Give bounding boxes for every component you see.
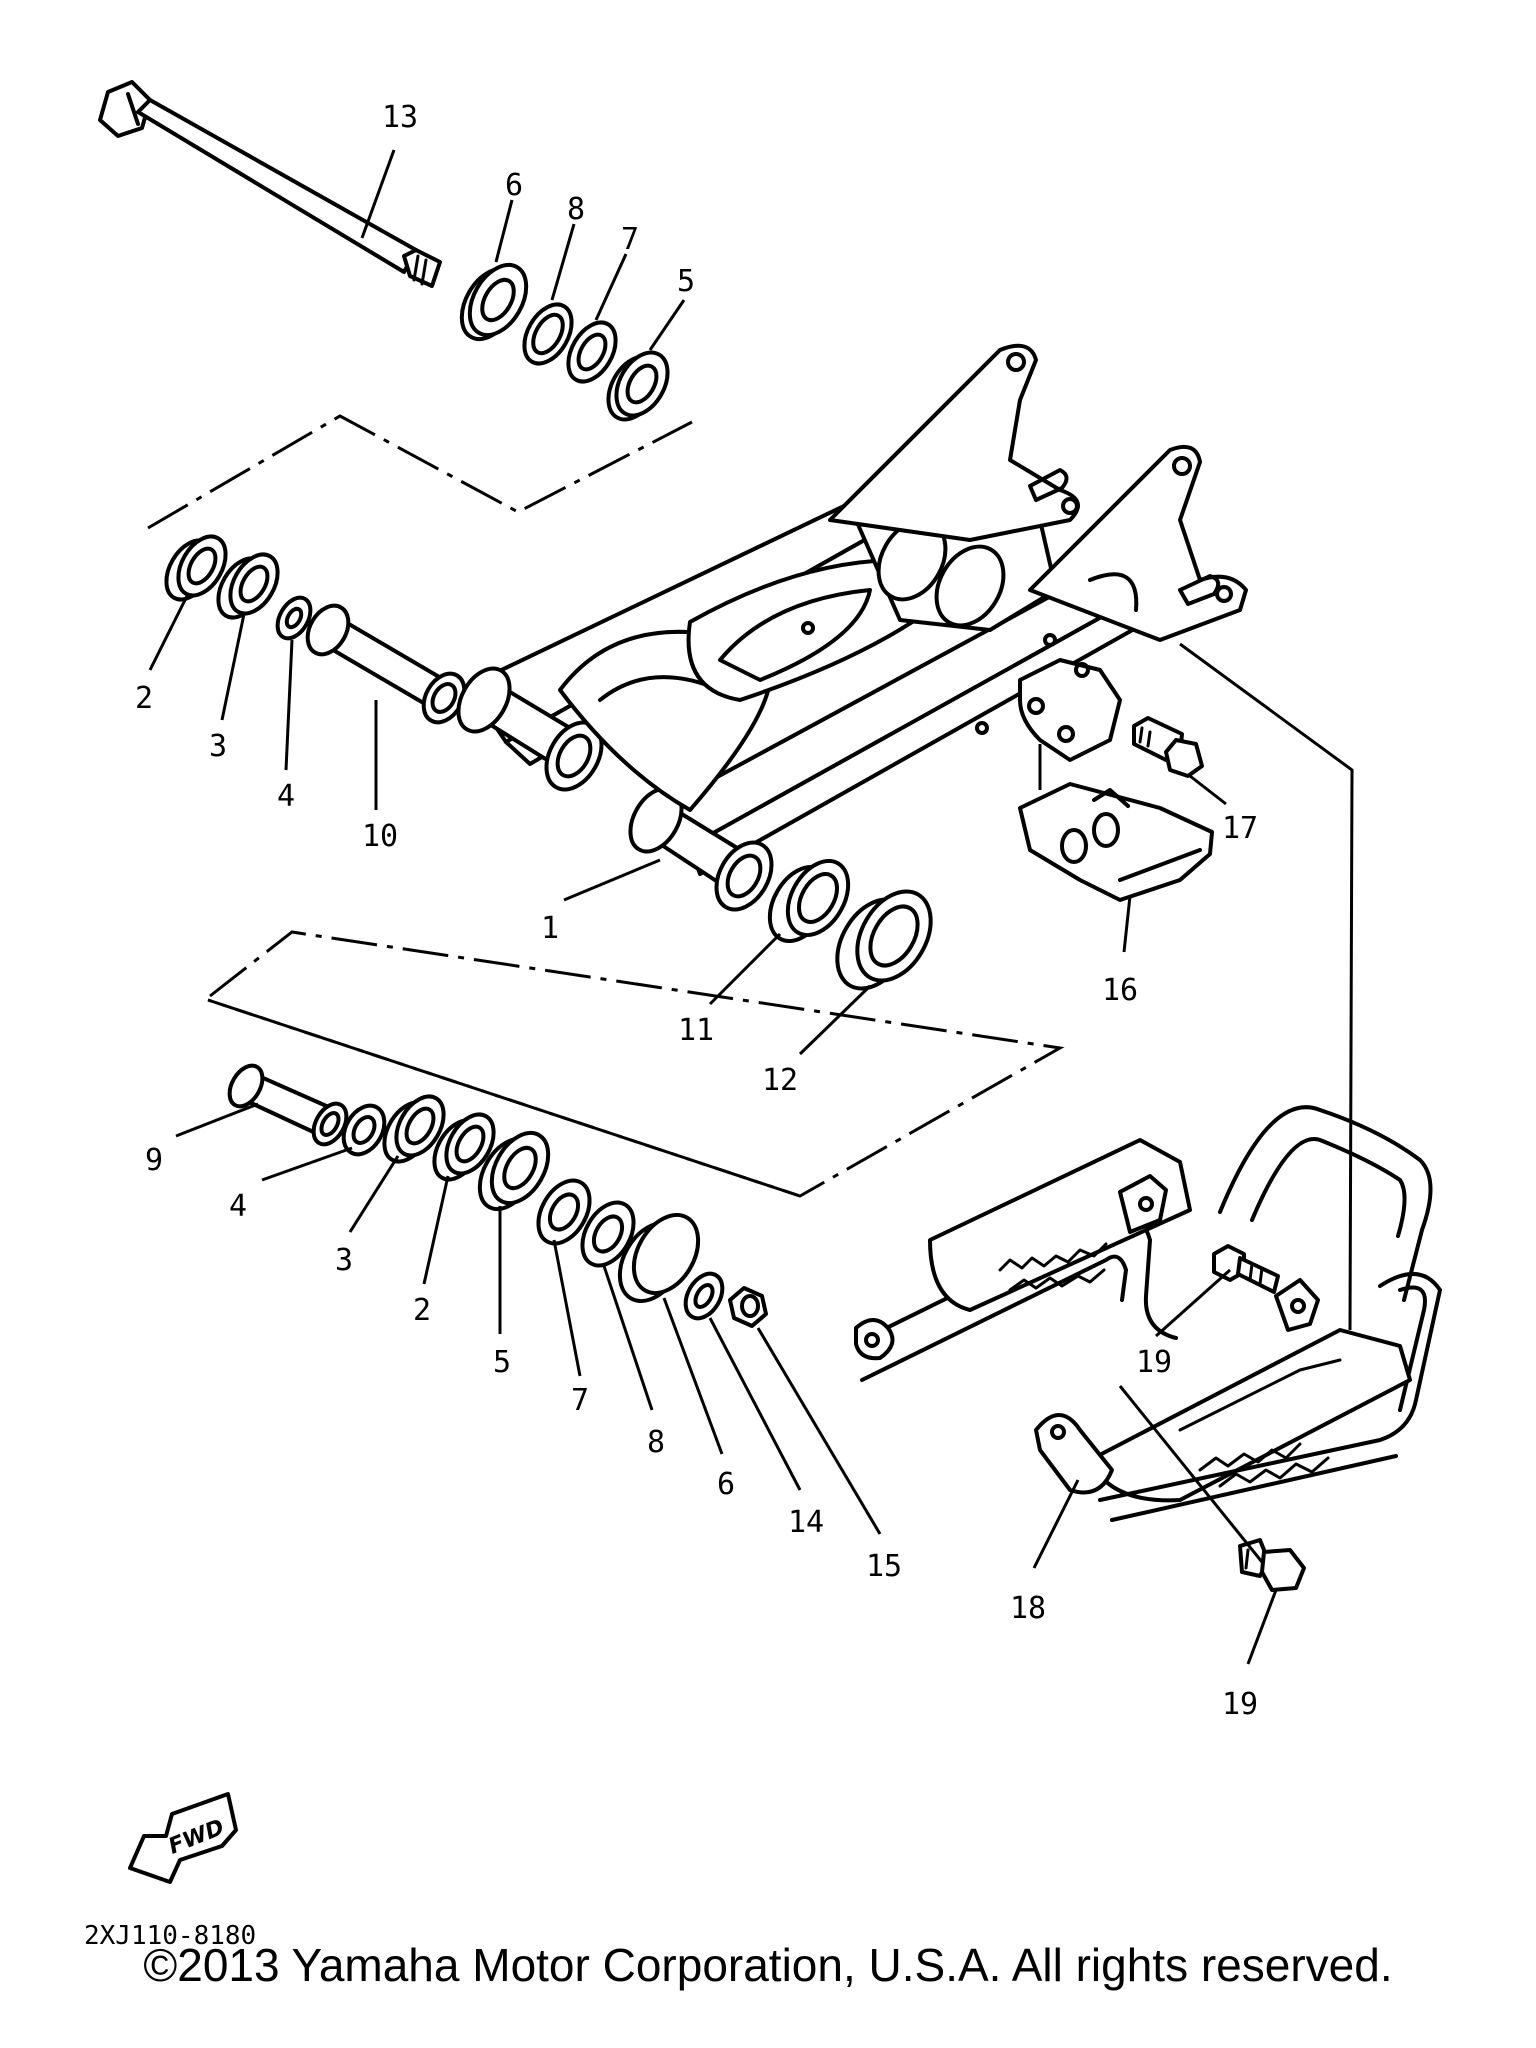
foot-guard-18 — [854, 1105, 1442, 1522]
pivot-shaft-13 — [98, 80, 442, 288]
callout-18: 18 — [1010, 1591, 1046, 1626]
callout-8: 8 — [567, 192, 585, 227]
lower-bushings — [227, 1063, 768, 1328]
callout-14: 14 — [788, 1505, 824, 1540]
copyright-notice: ©2013 Yamaha Motor Corporation, U.S.A. A… — [143, 1939, 1393, 1991]
forward-arrow-icon: FWD — [128, 1792, 238, 1884]
callout-13: 13 — [382, 100, 418, 135]
callout-1: 1 — [541, 911, 559, 946]
callout-4-lower: 4 — [229, 1189, 247, 1224]
callout-16: 16 — [1102, 973, 1138, 1008]
guide-bracket — [1018, 658, 1122, 762]
callout-3: 3 — [209, 729, 227, 764]
callout-10: 10 — [362, 819, 398, 854]
bearing-11-12 — [767, 859, 933, 991]
callout-19-upper: 19 — [1136, 1345, 1172, 1380]
callout-12: 12 — [762, 1063, 798, 1098]
bolt-19-upper — [1212, 1244, 1280, 1294]
upper-seal-stack — [459, 262, 670, 422]
callout-5-lower: 5 — [493, 1345, 511, 1380]
callout-5: 5 — [677, 264, 695, 299]
callout-11: 11 — [678, 1013, 714, 1048]
swingarm-1 — [456, 343, 1248, 912]
callout-19-lower: 19 — [1222, 1687, 1258, 1722]
callout-6: 6 — [505, 168, 523, 203]
callout-4: 4 — [277, 779, 295, 814]
callout-3-lower: 3 — [335, 1243, 353, 1278]
lower-assembly-bracket — [207, 930, 1065, 1198]
lower-bracket-base — [207, 998, 801, 1198]
callout-7-lower: 7 — [571, 1383, 589, 1418]
callout-7: 7 — [621, 222, 639, 257]
callout-9: 9 — [145, 1143, 163, 1178]
upper-assembly-bracket — [147, 414, 693, 530]
callout-17: 17 — [1222, 811, 1258, 846]
leader-lines — [148, 149, 1354, 1665]
drawing-code: 2XJ110-8180 — [84, 1921, 256, 1951]
callout-labels: 13 6 8 7 5 2 3 4 10 1 11 12 16 17 9 4 3 … — [135, 100, 1258, 1722]
callout-15: 15 — [866, 1549, 902, 1584]
callout-2-lower: 2 — [413, 1293, 431, 1328]
callout-6-lower: 6 — [717, 1467, 735, 1502]
bolt-17 — [1132, 716, 1204, 778]
left-upper-bushings — [164, 534, 467, 725]
chain-slider-16 — [1018, 782, 1214, 902]
callout-8-lower: 8 — [647, 1425, 665, 1460]
bolt-19-lower — [1238, 1538, 1306, 1592]
callout-2: 2 — [135, 681, 153, 716]
